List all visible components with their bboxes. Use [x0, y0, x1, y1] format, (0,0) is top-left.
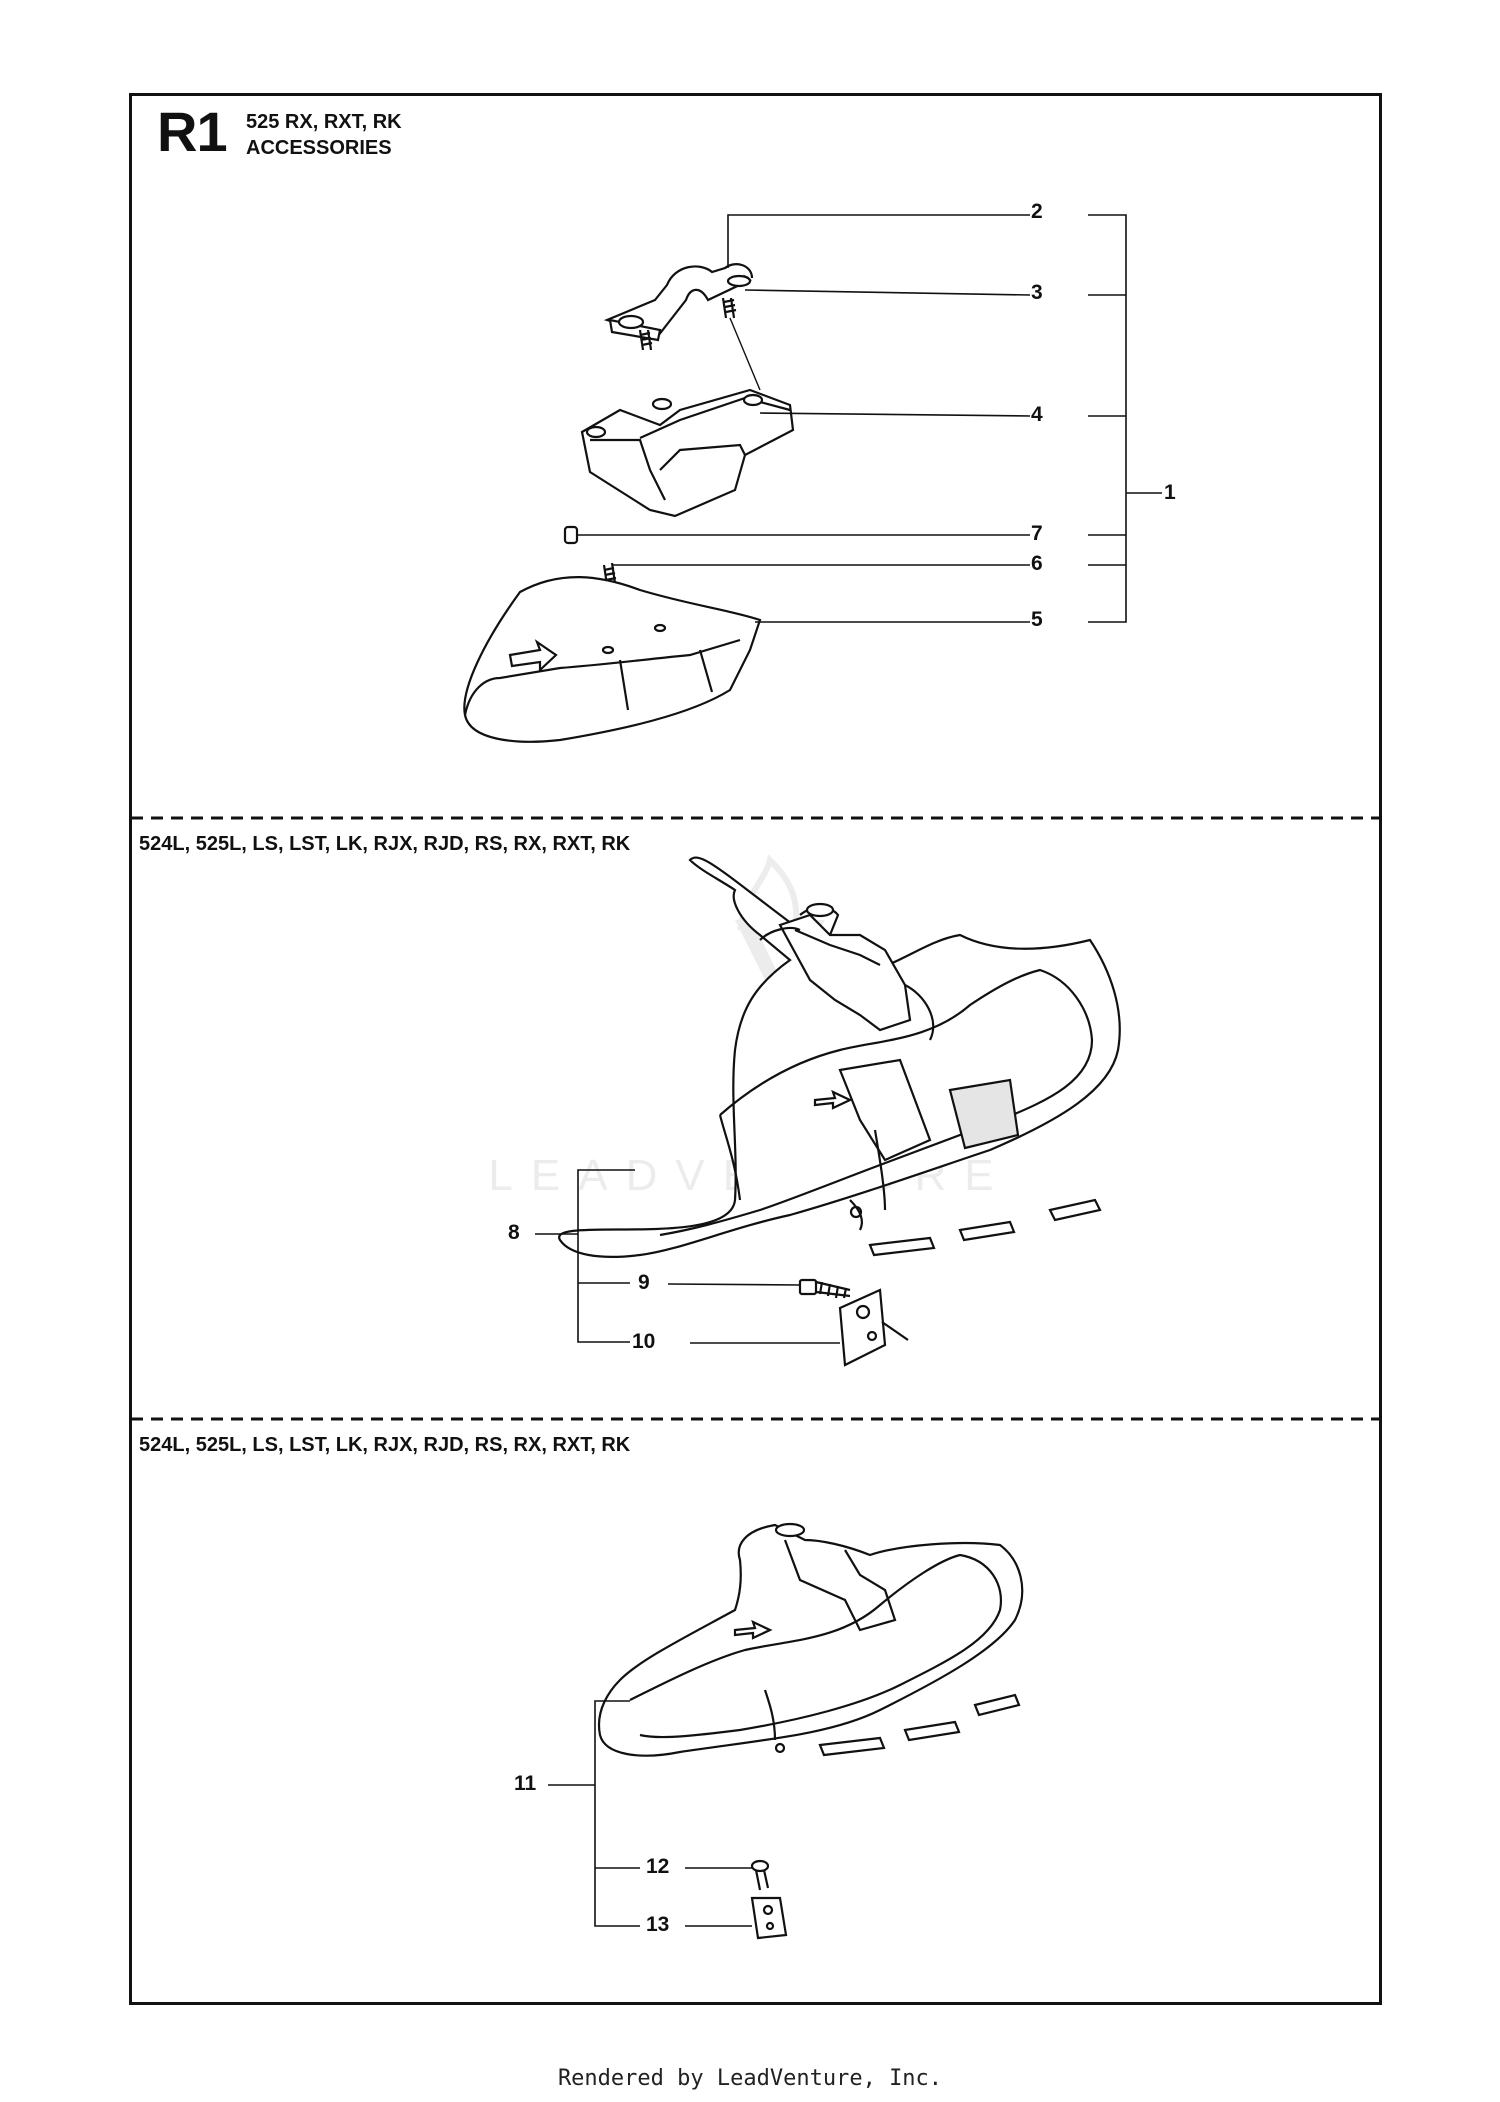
callout-7: 7	[1031, 522, 1043, 545]
guard-plate-part	[838, 1288, 909, 1367]
callout-5: 5	[1031, 608, 1043, 631]
guard-mount-part	[759, 902, 935, 1041]
large-guard-part	[558, 856, 1121, 1258]
clamp-screw-part	[638, 297, 737, 351]
callout-1: 1	[1164, 481, 1176, 504]
guard-kit-screw-part	[750, 1859, 770, 1891]
header-title: ACCESSORIES	[246, 137, 392, 159]
large-guard-assembly-illustration	[558, 856, 1121, 1367]
guard-kit-guard-part	[597, 1522, 1024, 1757]
leader-lines-panel-2	[535, 1169, 840, 1344]
header-models: 525 RX, RXT, RK	[246, 111, 402, 133]
panel-3-models: 524L, 525L, LS, LST, LK, RJX, RJD, RS, R…	[139, 1434, 631, 1456]
diagram-frame	[129, 93, 1382, 2005]
guard-kit-illustration	[597, 1522, 1024, 1940]
callout-9: 9	[638, 1271, 650, 1294]
clamp-part	[603, 263, 754, 342]
leader-lines-panel-1	[577, 214, 1162, 623]
callout-13: 13	[646, 1913, 670, 1936]
callout-8: 8	[508, 1221, 520, 1244]
section-code: R1	[157, 100, 228, 163]
footer-credit: Rendered by LeadVenture, Inc.	[557, 2066, 943, 2091]
callout-6: 6	[1031, 552, 1043, 575]
callout-3: 3	[1031, 281, 1043, 304]
trimmer-guard-kit-illustration	[463, 263, 795, 743]
callout-2: 2	[1031, 200, 1043, 223]
small-guard-part	[463, 576, 762, 743]
leader-lines-panel-3	[548, 1700, 752, 1927]
guard-kit-plate-part	[750, 1896, 788, 1940]
panel-2-models: 524L, 525L, LS, LST, LK, RJX, RJD, RS, R…	[139, 833, 631, 855]
callout-10: 10	[632, 1330, 656, 1353]
callout-11: 11	[514, 1772, 537, 1795]
callout-4: 4	[1031, 403, 1043, 426]
guard-bolt-part	[798, 1278, 851, 1299]
callout-12: 12	[646, 1855, 670, 1878]
guard-bracket-part	[580, 388, 795, 518]
